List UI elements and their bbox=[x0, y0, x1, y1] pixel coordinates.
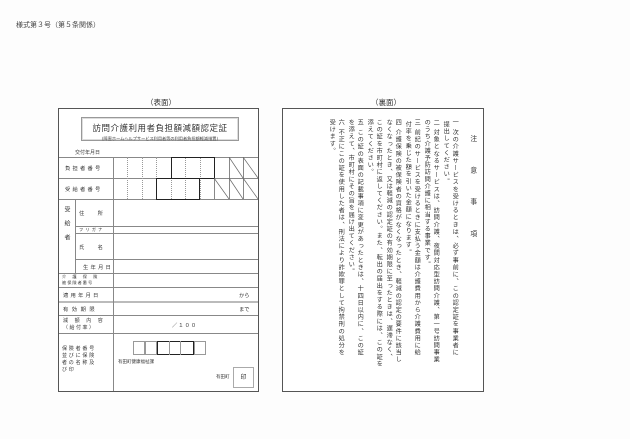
note-1-line-1: 次の介護サービスを受けるときは、必ず事前に、この認定証を事業者に bbox=[451, 129, 459, 357]
insurer-label-1: 保険者番号 bbox=[62, 346, 97, 352]
burden-number-label: 負担者番号 bbox=[65, 166, 103, 172]
issue-date-label: 交付年月日 bbox=[75, 150, 101, 156]
reduction-label-2: （給付率） bbox=[63, 325, 96, 331]
note-2-line-2: のうち介護予防訪問介護に相当する事業です。 bbox=[423, 119, 431, 269]
recipient-number-bold-box bbox=[156, 178, 200, 200]
insured-number-label-2: 被保険者番号 bbox=[62, 280, 94, 285]
insurer-label-4: び印 bbox=[62, 367, 76, 373]
certificate-title: 訪問介護利用者負担額減額認定証 bbox=[92, 124, 228, 134]
note-6-line-2: 受けます。 bbox=[328, 119, 336, 155]
valid-until-suffix: まで bbox=[239, 307, 250, 313]
valid-until-label: 有効期限 bbox=[63, 307, 99, 313]
front-card: 訪問介護利用者負担額減額認定証 (障害ホームヘルプサービス利用者等の利用者負担額… bbox=[58, 108, 259, 392]
apply-date-suffix: から bbox=[239, 293, 250, 299]
recipient-number-label: 受給者番号 bbox=[65, 187, 103, 193]
insurer-label-2: 並びに保険 bbox=[62, 353, 97, 359]
note-5-number: 五 bbox=[356, 119, 364, 127]
insurer-label-3: 者の名称及 bbox=[62, 360, 97, 366]
note-5-line-2: を添えて、市町村にその旨を届け出てください。 bbox=[347, 119, 355, 276]
note-3-line-1: 前記のサービスを受けるときに支払う金額は介護費用から介護費用に給 bbox=[413, 129, 421, 357]
note-4-line-4: 添えてください。 bbox=[366, 119, 374, 176]
recipient-group-label: 受給者 bbox=[63, 206, 70, 248]
back-face-label: （裏面） bbox=[371, 98, 401, 107]
birth-date-label: 生年月日 bbox=[83, 265, 113, 271]
seal-box: 印 bbox=[233, 367, 254, 388]
note-3-number: 三 bbox=[413, 119, 421, 127]
note-4-line-2: なくなったとき、又は軽減の認定証の有効期限に至ったときは、遅滞なく、 bbox=[385, 119, 393, 361]
note-4-number: 四 bbox=[394, 119, 402, 127]
burden-number-bold-box bbox=[171, 157, 215, 179]
name-label: 氏 名 bbox=[79, 245, 107, 251]
address-label: 住 所 bbox=[79, 211, 107, 217]
insurer-town: 有田町 bbox=[216, 375, 230, 380]
note-4-line-1: 介護保険の被保険者の資格がなくなったとき、軽減の認定の要件に該当し bbox=[394, 129, 402, 364]
note-3-line-2: 付率を乗じた額を引いた金額になります。 bbox=[404, 121, 412, 256]
insured-number-label-1: 介 護 保 険 bbox=[62, 274, 99, 279]
notes-heading: 注 意 事 項 bbox=[468, 135, 477, 246]
apply-date-label: 適用年月日 bbox=[63, 293, 101, 299]
furigana-label: フリガナ bbox=[79, 227, 105, 232]
insurer-number-bold-box bbox=[157, 341, 194, 355]
hatched-cells bbox=[214, 157, 258, 199]
front-face-label: （表面） bbox=[146, 98, 176, 107]
note-5-line-1: この証の表面の記載事項に変更があったときは、十四日以内に、この証 bbox=[356, 129, 364, 357]
form-number: 様式第３号（第５条関係） bbox=[16, 21, 100, 29]
note-2-number: 二 bbox=[432, 119, 440, 127]
reduction-label-1: 減 額 内 容 bbox=[63, 318, 104, 324]
title-box: 訪問介護利用者負担額減額認定証 (障害ホームヘルプサービス利用者等の利用者負担額… bbox=[81, 117, 239, 141]
certificate-subtitle: (障害ホームヘルプサービス利用者等の利用者負担額軽減措置) bbox=[101, 136, 219, 141]
note-2-line-1: 対象となるサービスは、訪問介護、夜間対応型訪問介護、第一号訪問事業 bbox=[432, 129, 440, 364]
note-6-line-1: 不正にこの証を使用した者は、刑法により詐欺罪として拘禁刑の処分を bbox=[337, 129, 345, 357]
reduction-value: ／１００ bbox=[172, 323, 198, 329]
note-4-line-3: この証を市町村に返してください。また、転出の届出をする際には、この証を bbox=[375, 119, 383, 368]
note-6-number: 六 bbox=[337, 119, 345, 127]
note-1-number: 一 bbox=[451, 119, 459, 127]
back-card: 注 意 事 項 一 次の介護サービスを受けるときは、必ず事前に、この認定証を事業… bbox=[282, 108, 484, 392]
insurer-department: 有田町健康福祉課 bbox=[118, 360, 154, 365]
note-1-line-2: 提出してください。 bbox=[442, 121, 450, 185]
